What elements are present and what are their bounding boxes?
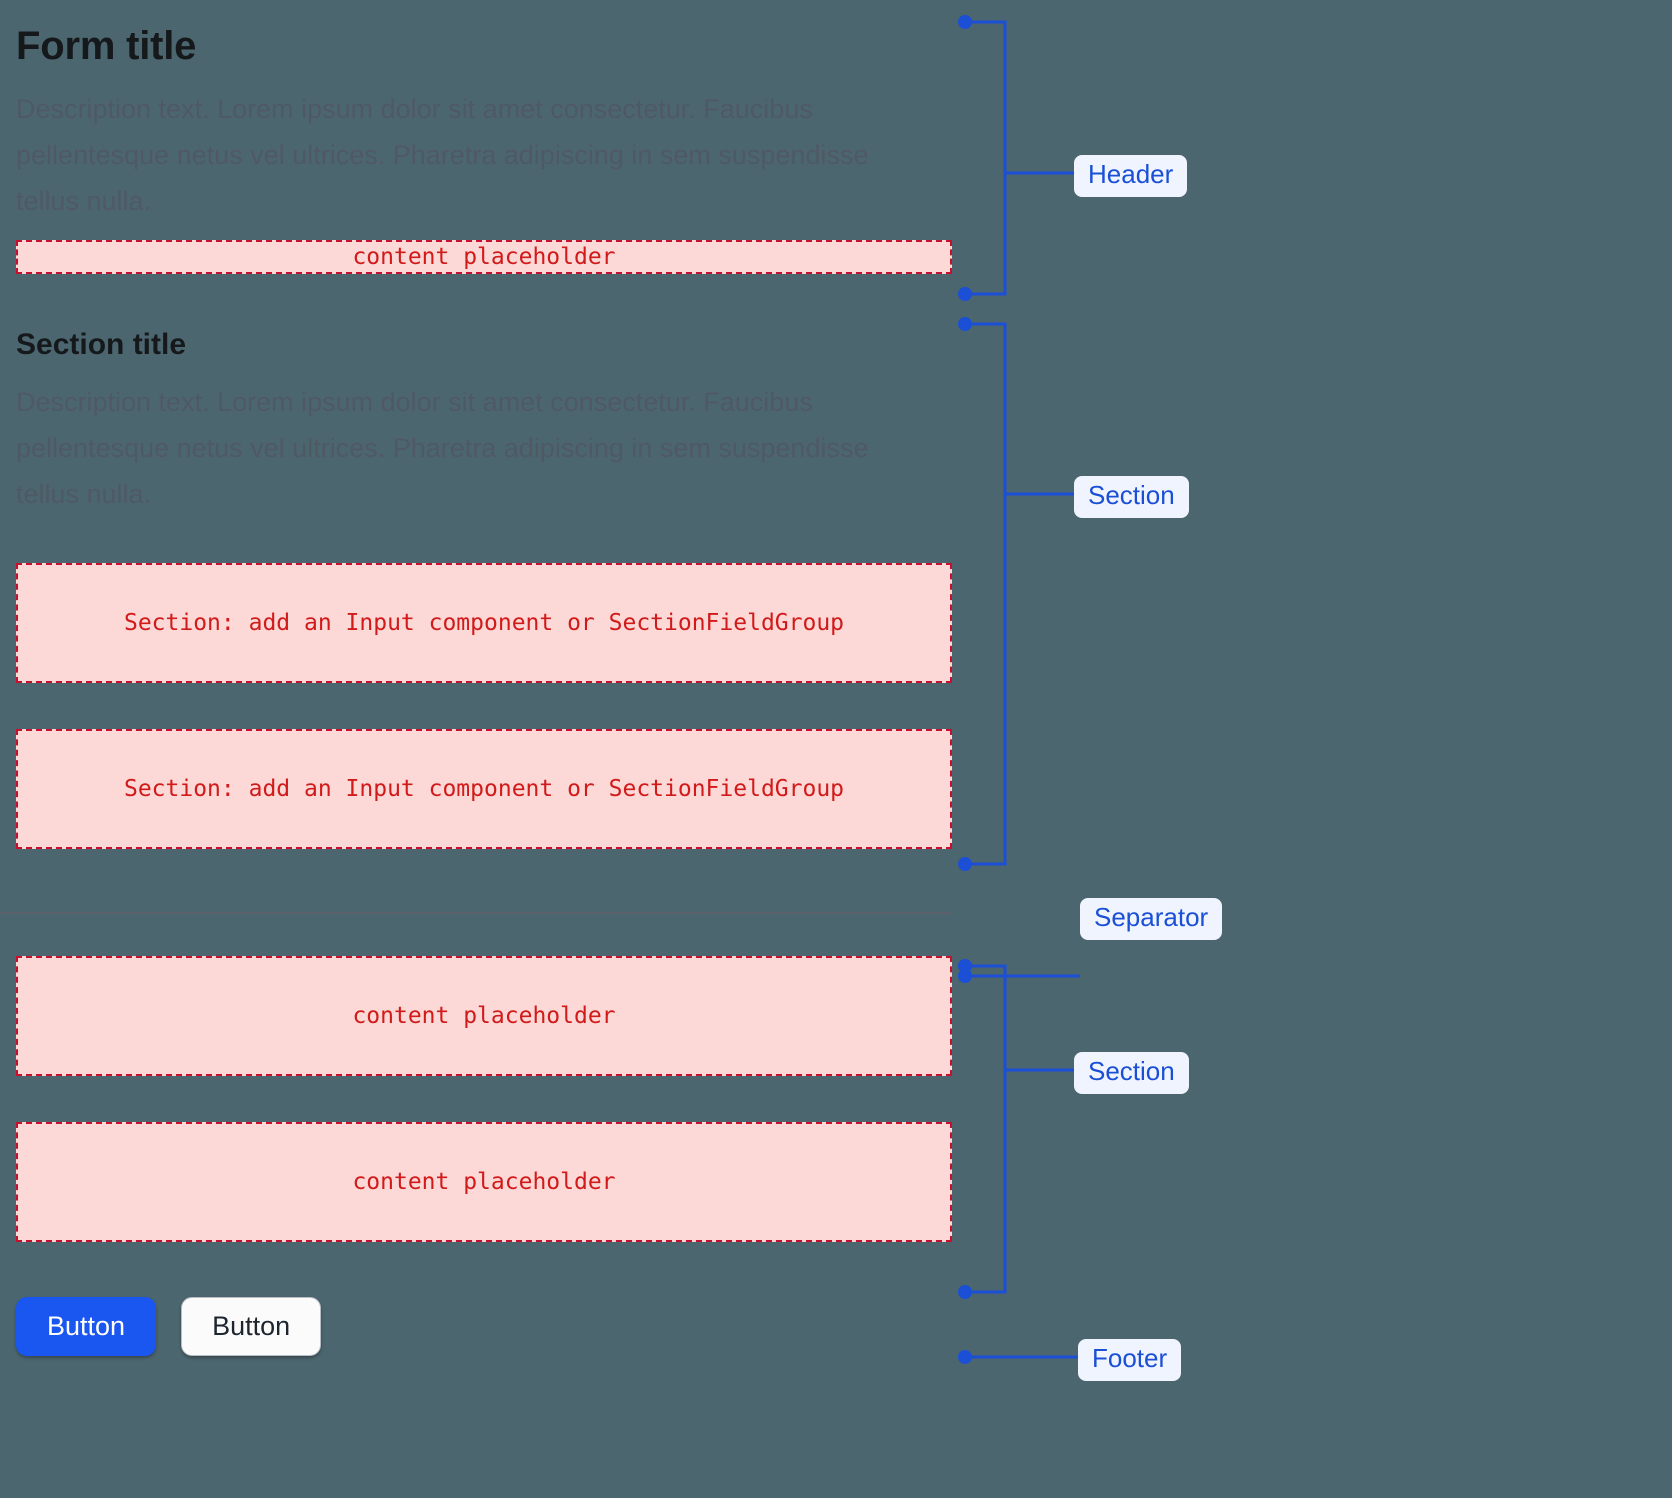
form-footer: Button Button xyxy=(16,1297,952,1357)
spacer-section-two-to-footer xyxy=(16,1242,952,1297)
form-header-description: Description text. Lorem ipsum dolor sit … xyxy=(16,94,869,216)
section-two-content-placeholder: content placeholder xyxy=(16,956,952,1076)
anchor-dot xyxy=(958,15,972,29)
section-field-placeholder: Section: add an Input component or Secti… xyxy=(16,729,952,849)
spacer-separator-to-section-two xyxy=(16,914,952,956)
anchor-dot xyxy=(958,317,972,331)
annotation-bracket-header xyxy=(958,15,1074,301)
annotation-label-separator: Separator xyxy=(1080,898,1223,940)
anchor-dot xyxy=(958,969,972,983)
annotation-label-header: Header xyxy=(1074,155,1188,197)
form-section-two: content placeholder content placeholder xyxy=(16,956,952,1242)
anchor-dot xyxy=(958,1285,972,1299)
form-separator xyxy=(0,912,952,914)
anchor-dot xyxy=(958,959,972,973)
anchor-dot xyxy=(958,287,972,301)
spacer-between-section-fields xyxy=(16,683,952,729)
section-field-placeholder: Section: add an Input component or Secti… xyxy=(16,563,952,683)
spacer-section-desc-to-fields xyxy=(16,517,952,563)
form-section-one: Section title Description text. Lorem ip… xyxy=(16,327,952,849)
anchor-dot xyxy=(958,1350,972,1364)
annotation-bracket-section-two xyxy=(958,959,1074,1299)
annotation-label-footer: Footer xyxy=(1078,1339,1182,1381)
annotation-label-section-one: Section xyxy=(1074,476,1189,518)
annotation-pointer-separator xyxy=(958,969,1080,983)
bracket-path xyxy=(965,20,1007,296)
annotation-pointer-footer xyxy=(958,1350,1078,1364)
bracket-path xyxy=(965,322,1007,866)
section-two-content-placeholder: content placeholder xyxy=(16,1122,952,1242)
spacer-header-to-placeholder xyxy=(16,224,952,240)
section-title: Section title xyxy=(16,328,187,361)
spacer-header-to-section xyxy=(16,274,952,327)
spacer-between-section-two-fields xyxy=(16,1076,952,1122)
secondary-button[interactable]: Button xyxy=(181,1297,322,1357)
anchor-dot xyxy=(958,857,972,871)
annotation-label-section-two: Section xyxy=(1074,1052,1189,1094)
section-one-description: Description text. Lorem ipsum dolor sit … xyxy=(16,387,869,509)
bracket-path xyxy=(965,964,1007,1294)
form-container: Form title Description text. Lorem ipsum… xyxy=(0,0,952,1357)
primary-button[interactable]: Button xyxy=(16,1297,157,1357)
header-content-placeholder: content placeholder xyxy=(16,240,952,274)
form-title: Form title xyxy=(16,24,197,68)
annotation-bracket-section-one xyxy=(958,317,1074,871)
form-header: Form title Description text. Lorem ipsum… xyxy=(16,0,952,274)
spacer-section-to-separator xyxy=(16,849,952,912)
